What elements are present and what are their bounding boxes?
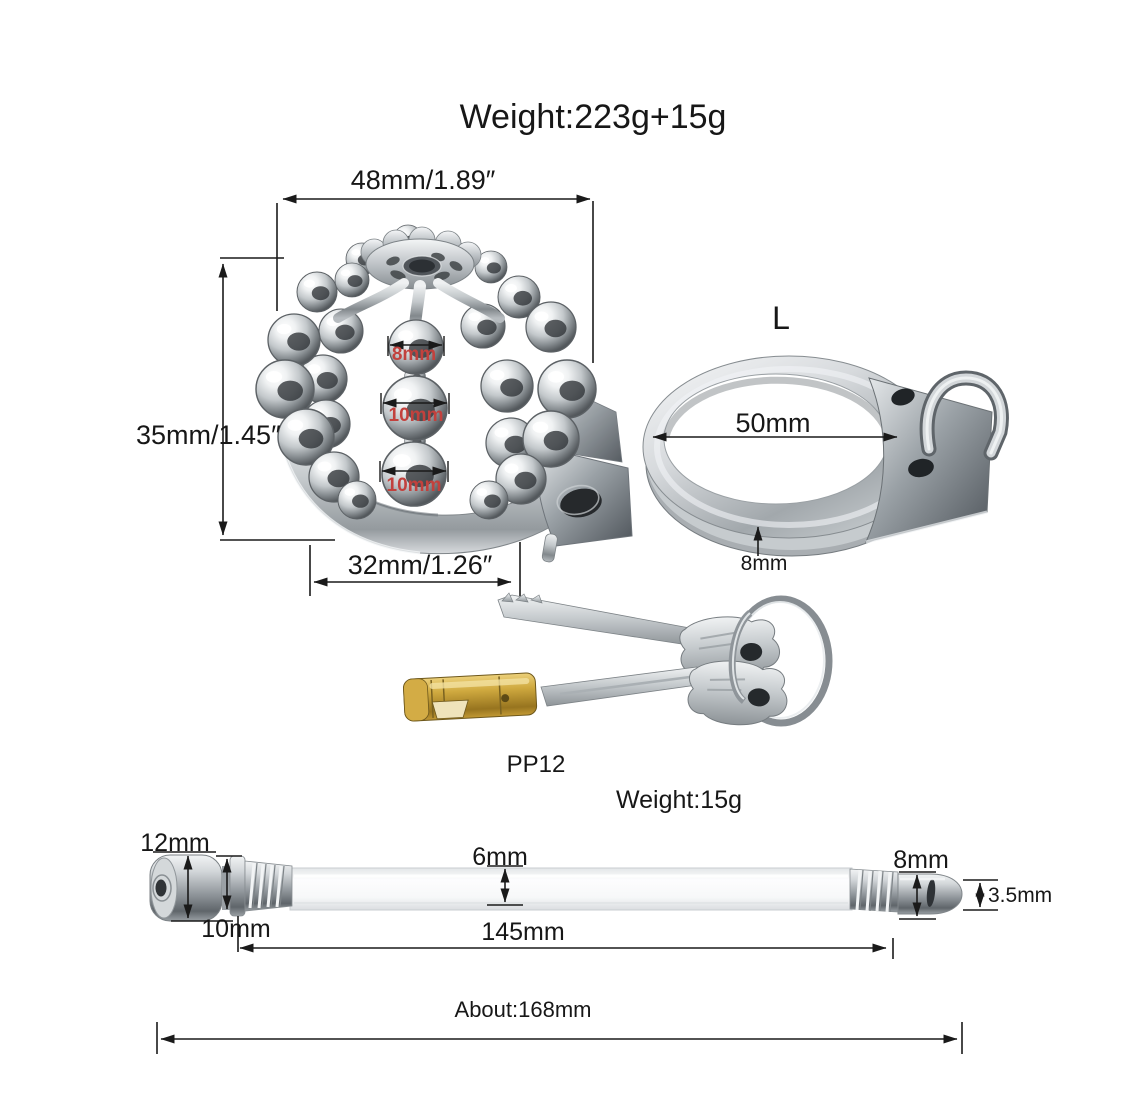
dim-rod-tube xyxy=(487,865,523,906)
label-rod-tip-diameter: 8mm xyxy=(893,846,949,874)
rod-tip-slot xyxy=(926,879,936,907)
label-bead-middle: 10mm xyxy=(388,405,444,426)
label-cage-base-width: 32mm/1.26″ xyxy=(347,550,493,580)
dimension-lines xyxy=(153,194,998,1054)
dim-rod-tip-hole xyxy=(963,879,998,911)
label-rod-base-diameter: 10mm xyxy=(201,915,271,943)
bead-cage-photo xyxy=(254,224,633,563)
key-bow-hole xyxy=(740,642,763,661)
rod-flange xyxy=(229,855,246,917)
label-rod-tip-hole: 3.5mm xyxy=(988,884,1053,907)
dim-rod-cap xyxy=(153,851,233,922)
dim-bead-top xyxy=(387,336,445,356)
dim-rod-length-145 xyxy=(237,916,894,959)
label-key-model: PP12 xyxy=(506,751,566,778)
rod-cap-hole xyxy=(155,879,167,897)
dim-bead-middle xyxy=(380,393,450,414)
label-ring-diameter: 50mm xyxy=(735,408,811,438)
label-rod-weight: Weight:15g xyxy=(615,786,743,814)
label-rod-total-length: About:168mm xyxy=(454,997,592,1022)
dim-cage-base-width xyxy=(309,542,521,596)
rod-left-cap xyxy=(149,854,293,922)
ring-tab-hole-bottom xyxy=(908,458,934,478)
label-bead-bottom: 10mm xyxy=(386,475,442,496)
cage-top-plate xyxy=(360,226,482,290)
label-rod-cap-diameter: 12mm xyxy=(140,829,210,857)
dim-rod-base xyxy=(216,855,242,910)
dim-rod-total-length xyxy=(156,1022,963,1054)
cage-lock-pin xyxy=(541,533,558,563)
keys-photo xyxy=(403,592,833,727)
label-bead-top: 8mm xyxy=(391,344,437,365)
label-rod-tube-diameter: 6mm xyxy=(472,843,528,871)
dim-cage-width xyxy=(276,194,594,363)
dim-rod-tip xyxy=(899,871,936,920)
ring-tab-hole-top xyxy=(891,388,915,406)
dim-bead-bottom xyxy=(379,461,449,482)
label-ring-size: L xyxy=(772,300,790,336)
catheter-rod-photo xyxy=(149,854,963,922)
label-rod-length: 145mm xyxy=(481,918,565,946)
key-lower xyxy=(540,660,788,726)
dim-cage-height xyxy=(218,257,335,541)
rod-right-tip xyxy=(849,868,963,915)
label-ring-thickness: 8mm xyxy=(740,552,788,575)
ring-photo xyxy=(642,355,1009,557)
label-cage-height: 35mm/1.45″ xyxy=(136,420,281,450)
label-cage-width: 48mm/1.89″ xyxy=(350,165,496,195)
brass-lock-cylinder xyxy=(403,672,538,722)
page-title: Weight:223g+15g xyxy=(459,98,727,136)
